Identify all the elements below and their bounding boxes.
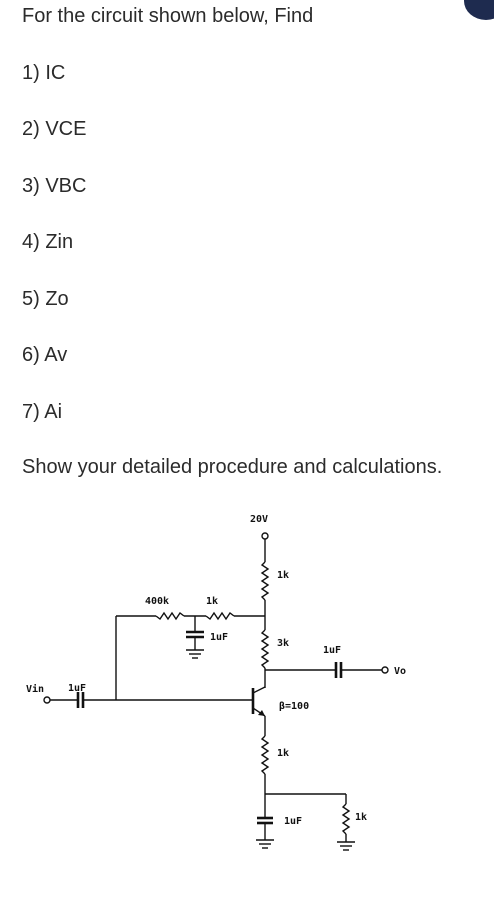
label-in-cap: 1uF (68, 683, 86, 694)
label-bypass-cap: 1uF (210, 632, 228, 643)
output-terminal (381, 666, 389, 674)
resistor-rc-bottom (260, 629, 270, 669)
label-rb2: 1k (206, 596, 218, 607)
resistor-rl (341, 803, 351, 835)
question-title: For the circuit shown below, Find (22, 5, 314, 27)
supply-terminal (261, 532, 269, 540)
question-item-zin: 4) Zin (22, 231, 74, 253)
question-instruction: Show your detailed procedure and calcula… (22, 456, 443, 478)
resistor-rb (155, 611, 185, 621)
question-item-ai: 7) Ai (22, 401, 63, 423)
label-rb: 400k (145, 596, 169, 607)
question-item-vce: 2) VCE (22, 118, 87, 140)
label-rc-top: 1k (277, 570, 289, 581)
input-terminal (43, 696, 51, 704)
resistor-re (260, 735, 270, 775)
question-item-vbc: 3) VBC (22, 175, 87, 197)
label-re: 1k (277, 748, 289, 759)
label-ce: 1uF (284, 816, 302, 827)
transistor-emitter-arrow (258, 710, 265, 716)
label-input: Vin (26, 683, 44, 695)
label-supply: 20V (250, 514, 268, 525)
label-rl: 1k (355, 812, 367, 823)
label-out-cap: 1uF (323, 645, 341, 656)
resistor-rc-top (260, 561, 270, 601)
question-item-ic: 1) IC (22, 62, 66, 84)
question-item-zo: 5) Zo (22, 288, 69, 310)
label-output: Vo (394, 666, 406, 677)
label-rc-bottom: 3k (277, 638, 289, 649)
resistor-rb2 (205, 611, 235, 621)
transistor-collector-lead (252, 686, 266, 694)
notification-badge (464, 0, 494, 20)
circuit-diagram: 20V 1k 3k 1k 400k 1uF 1uF Vo Vin 1uF β=1… (26, 514, 406, 851)
label-beta: β=100 (279, 701, 309, 712)
question-item-av: 6) Av (22, 344, 68, 366)
